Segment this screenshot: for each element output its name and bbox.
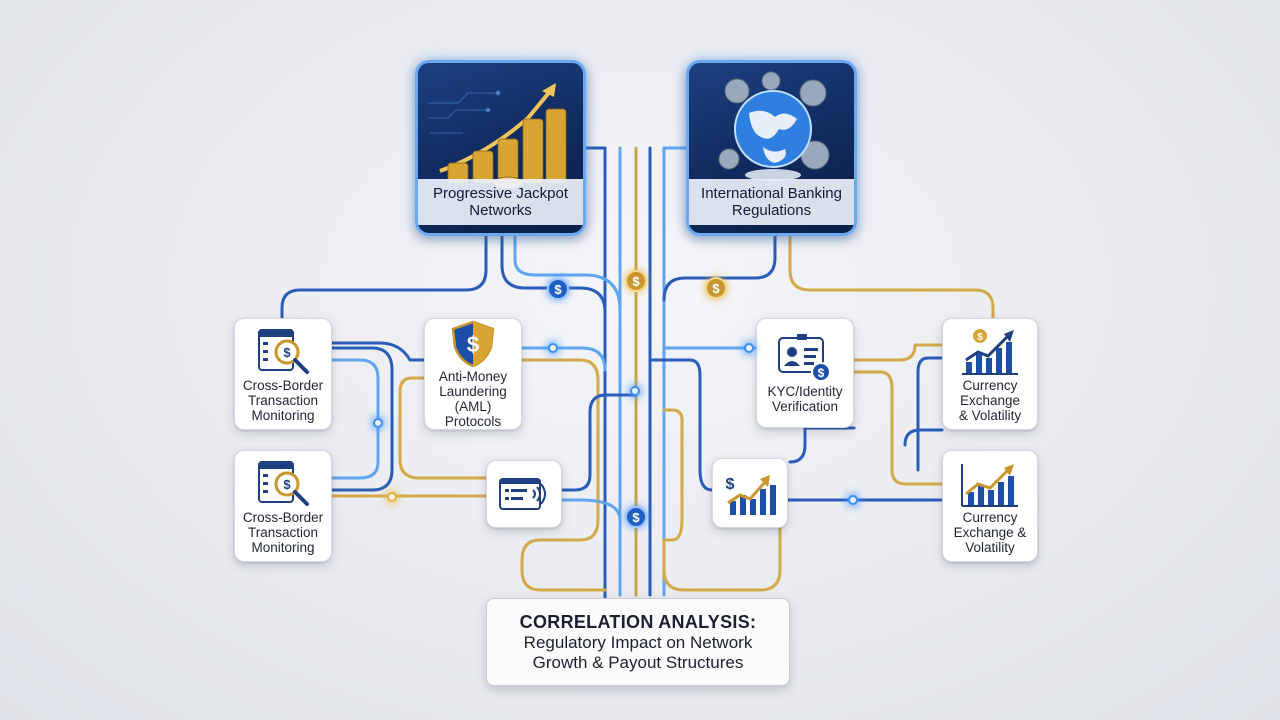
svg-text:$: $ [977, 332, 983, 343]
junction-node [387, 492, 397, 502]
shield-dollar-icon: $ [451, 320, 495, 368]
dollar-coin-icon: $ [547, 278, 569, 300]
svg-text:$: $ [283, 477, 291, 492]
currency-exchange-card-top: $ Currency Exchange & Volatility [942, 318, 1038, 430]
correlation-analysis-title: CORRELATION ANALYSIS: Regulatory Impact … [486, 598, 790, 686]
title-subheading: Regulatory Impact on Network Growth & Pa… [523, 632, 753, 672]
coin-stacks-growth-icon [428, 83, 567, 190]
id-card-icon: $ [778, 334, 831, 382]
dollar-coin-icon: $ [625, 506, 647, 528]
cross-border-monitoring-card-top: $ Cross-Border Transaction Monitoring [234, 318, 332, 430]
title-heading: CORRELATION ANALYSIS: [519, 611, 757, 632]
bar-chart-dollar-icon: $ [726, 475, 776, 515]
svg-text:$: $ [818, 366, 825, 380]
international-banking-regulations-label: International Banking Regulations [689, 179, 854, 225]
junction-node [848, 495, 858, 505]
svg-text:$: $ [726, 476, 735, 493]
kyc-identity-verification-card: $ KYC/Identity Verification [756, 318, 854, 428]
payment-signal-card [486, 460, 562, 528]
international-banking-regulations-card: International Banking Regulations [686, 60, 857, 236]
progressive-jackpot-networks-label: Progressive Jackpot Networks [418, 179, 583, 225]
cross-border-monitoring-label-top: Cross-Border Transaction Monitoring [242, 377, 324, 423]
progressive-jackpot-networks-card: Progressive Jackpot Networks [415, 60, 586, 236]
cross-border-monitoring-label-bottom: Cross-Border Transaction Monitoring [242, 509, 324, 555]
junction-node [744, 343, 754, 353]
dollar-coin-icon: $ [705, 277, 727, 299]
mid-chart-card: $ [712, 458, 788, 528]
dollar-coin-icon: $ [625, 270, 647, 292]
globe-gears-icon [718, 71, 830, 181]
document-magnifier-icon: $ [258, 460, 309, 506]
junction-node [630, 386, 640, 396]
junction-node [548, 343, 558, 353]
currency-exchange-label-top: Currency Exchange & Volatility [958, 377, 1022, 423]
aml-protocols-card: $ Anti-Money Laundering (AML) Protocols [424, 318, 522, 430]
currency-exchange-label-bottom: Currency Exchange & Volatility [953, 509, 1027, 555]
aml-protocols-label: Anti-Money Laundering (AML) Protocols [438, 369, 508, 429]
bar-chart-growth-icon [961, 463, 1018, 507]
document-magnifier-icon: $ [258, 328, 309, 374]
svg-text:$: $ [467, 332, 479, 357]
currency-exchange-card-bottom: Currency Exchange & Volatility [942, 450, 1038, 562]
payment-signal-icon [499, 478, 546, 510]
cross-border-monitoring-card-bottom: $ Cross-Border Transaction Monitoring [234, 450, 332, 562]
bar-chart-dollar-icon: $ [962, 328, 1018, 375]
junction-node [373, 418, 383, 428]
kyc-identity-verification-label: KYC/Identity Verification [767, 384, 843, 414]
svg-text:$: $ [283, 345, 291, 360]
